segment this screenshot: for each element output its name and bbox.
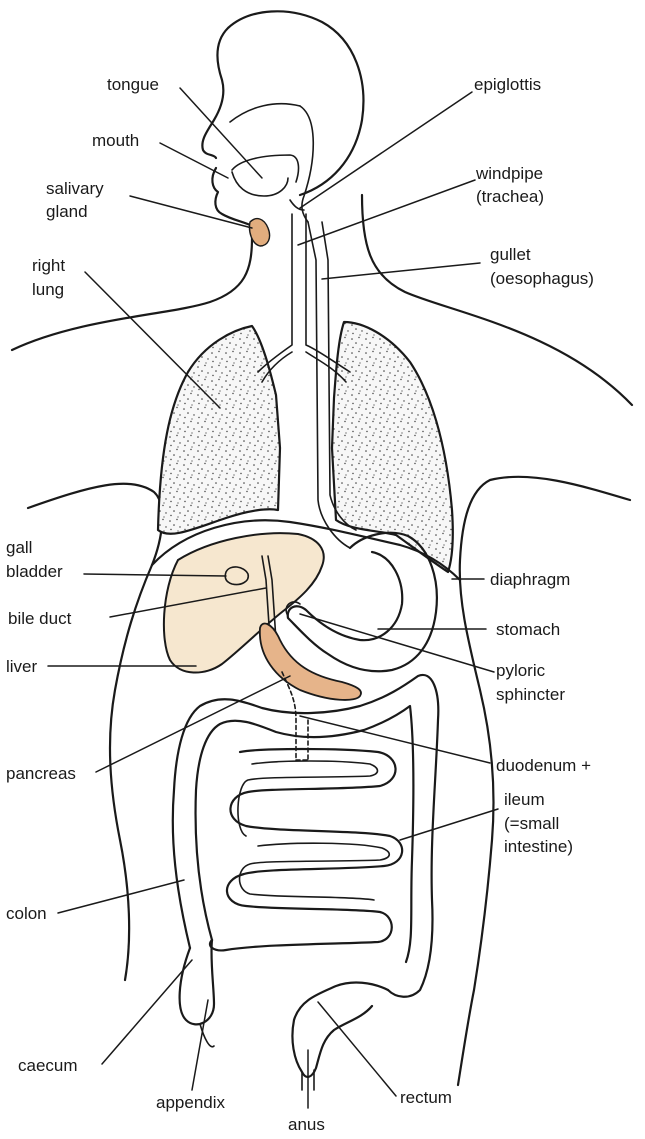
label-pyloric-line2: sphincter [496, 685, 565, 704]
leader-gullet [322, 263, 480, 279]
label-stomach: stomach [496, 620, 560, 639]
label-right-lung-line1: right [32, 256, 65, 275]
label-gullet-line1: gullet [490, 245, 531, 264]
nasal-cavity [230, 104, 300, 122]
label-pancreas: pancreas [6, 764, 76, 783]
label-mouth: mouth [92, 131, 139, 150]
mouth-structures [230, 104, 313, 246]
label-windpipe-line2: (trachea) [476, 187, 544, 206]
right-lung-shape [158, 326, 280, 534]
trachea [258, 214, 350, 372]
label-bile-duct: bile duct [8, 609, 72, 628]
label-appendix: appendix [156, 1093, 226, 1112]
caecum-shape [180, 940, 214, 1024]
label-anus: anus [288, 1115, 325, 1134]
label-diaphragm: diaphragm [490, 570, 570, 589]
leader-rectum [318, 1002, 396, 1096]
right-torso-outline [458, 477, 630, 1085]
leader-windpipe [298, 180, 475, 245]
leader-colon [58, 880, 184, 913]
label-salivary-line1: salivary [46, 179, 104, 198]
pharynx-back [300, 106, 313, 222]
leader-appendix [192, 1000, 208, 1090]
label-epiglottis: epiglottis [474, 75, 541, 94]
label-right-lung-line2: lung [32, 280, 64, 299]
label-windpipe-line1: windpipe [475, 164, 543, 183]
leader-caecum [102, 960, 192, 1064]
label-colon: colon [6, 904, 47, 923]
label-ileum-line3: intestine) [504, 837, 573, 856]
label-salivary-line2: gland [46, 202, 88, 221]
label-tongue: tongue [107, 75, 159, 94]
leader-duodenum [300, 716, 490, 763]
label-pyloric-line1: pyloric [496, 661, 546, 680]
leader-pancreas [96, 676, 290, 772]
pancreas-shape [260, 624, 361, 700]
jaw-outline [212, 168, 252, 226]
label-gullet-line2: (oesophagus) [490, 269, 594, 288]
ileum-shape [210, 749, 402, 950]
leader-right-lung [85, 272, 220, 408]
leader-mouth [160, 143, 228, 178]
label-rectum: rectum [400, 1088, 452, 1107]
leader-ileum [400, 809, 498, 840]
label-liver: liver [6, 657, 38, 676]
label-ileum-line1: ileum [504, 790, 545, 809]
label-duodenum: duodenum + [496, 756, 591, 775]
label-gall-bladder-line1: gall [6, 538, 32, 557]
leader-salivary [130, 196, 252, 228]
label-ileum-line2: (=small [504, 814, 559, 833]
label-caecum: caecum [18, 1056, 78, 1075]
label-gall-bladder-line2: bladder [6, 562, 63, 581]
left-torso-outline [28, 484, 162, 980]
bronchi [262, 352, 346, 382]
